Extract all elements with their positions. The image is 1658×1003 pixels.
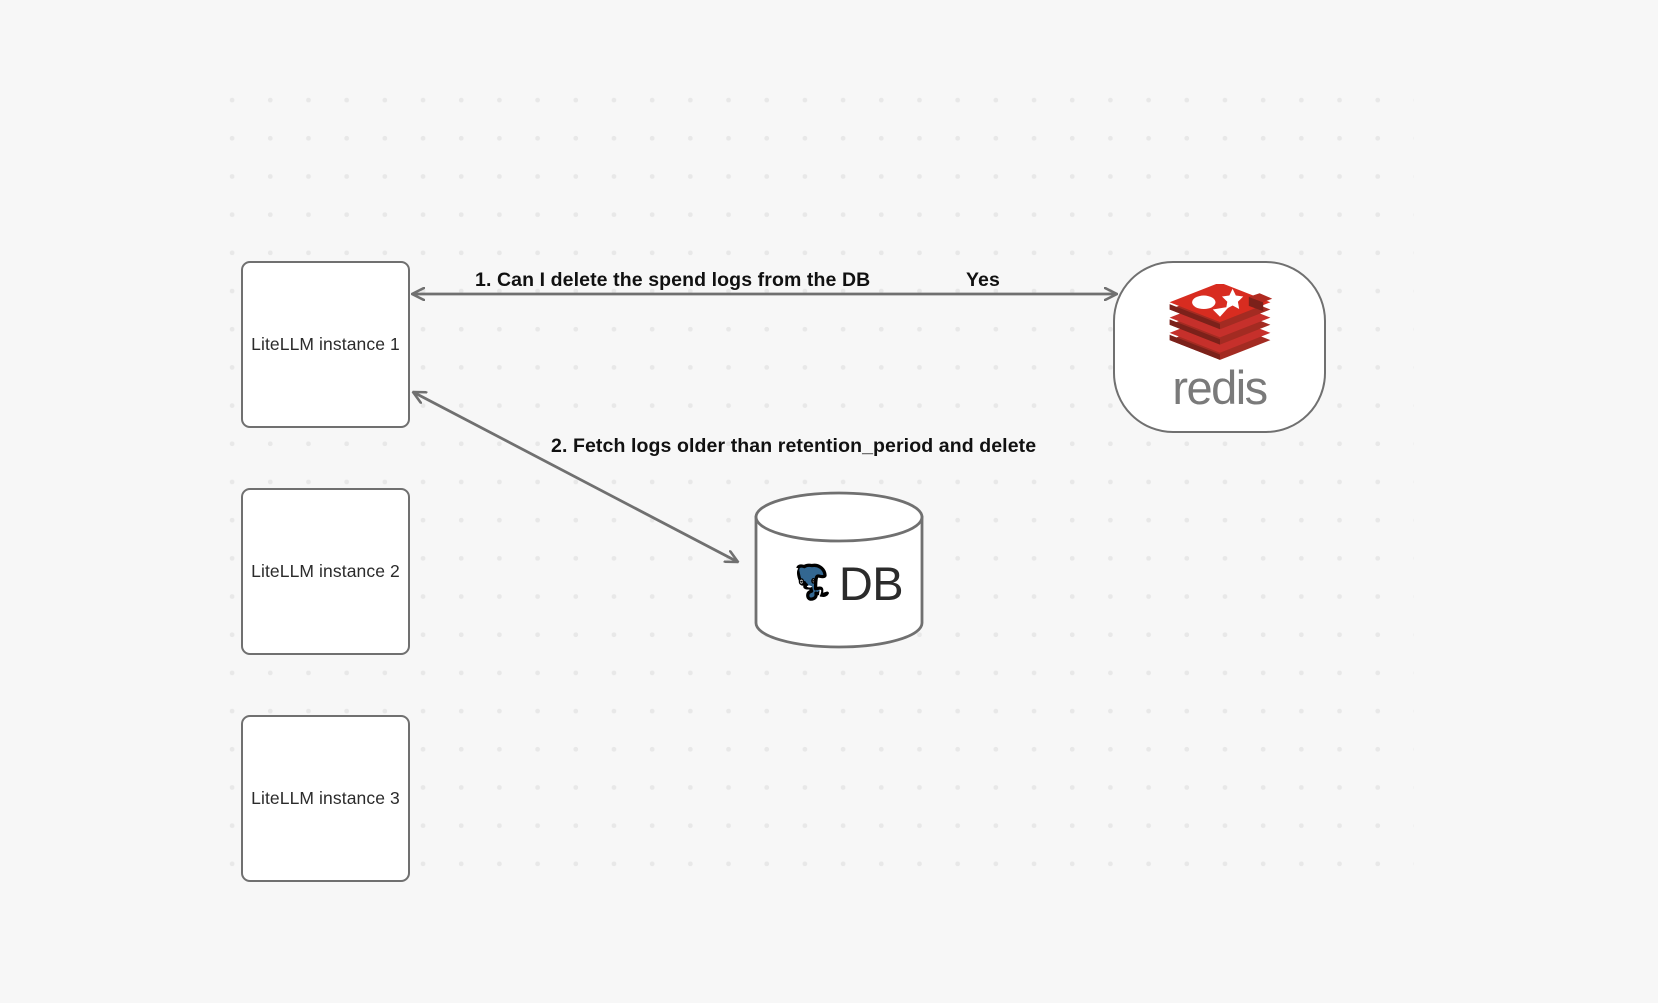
redis-wordmark: redis [1172, 360, 1268, 414]
node-label-litellm-2: LiteLLM instance 2 [251, 561, 400, 581]
redis-logo-icon [1166, 282, 1274, 362]
node-litellm-instance-1[interactable]: LiteLLM instance 1 [241, 261, 410, 428]
database-label: DB [838, 556, 904, 610]
node-litellm-instance-2[interactable]: LiteLLM instance 2 [241, 488, 410, 655]
node-database[interactable]: DB [753, 490, 925, 650]
node-label-litellm-1: LiteLLM instance 1 [251, 334, 400, 354]
postgres-elephant-glyph [792, 563, 829, 601]
database-content-wrap: DB [753, 490, 925, 650]
edge-label-2: 2. Fetch logs older than retention_perio… [551, 435, 1037, 457]
postgresql-elephant-icon [775, 552, 837, 614]
node-litellm-instance-3[interactable]: LiteLLM instance 3 [241, 715, 410, 882]
edge-label-1-reply: Yes [966, 269, 1000, 291]
database-cylinder-shape [754, 491, 924, 649]
redis-cubes-icon [1169, 282, 1272, 360]
node-redis[interactable]: redis [1113, 261, 1326, 433]
edge-label-1: 1. Can I delete the spend logs from the … [475, 269, 871, 291]
edge-litellm1-database [413, 392, 738, 562]
node-label-litellm-3: LiteLLM instance 3 [251, 788, 400, 808]
